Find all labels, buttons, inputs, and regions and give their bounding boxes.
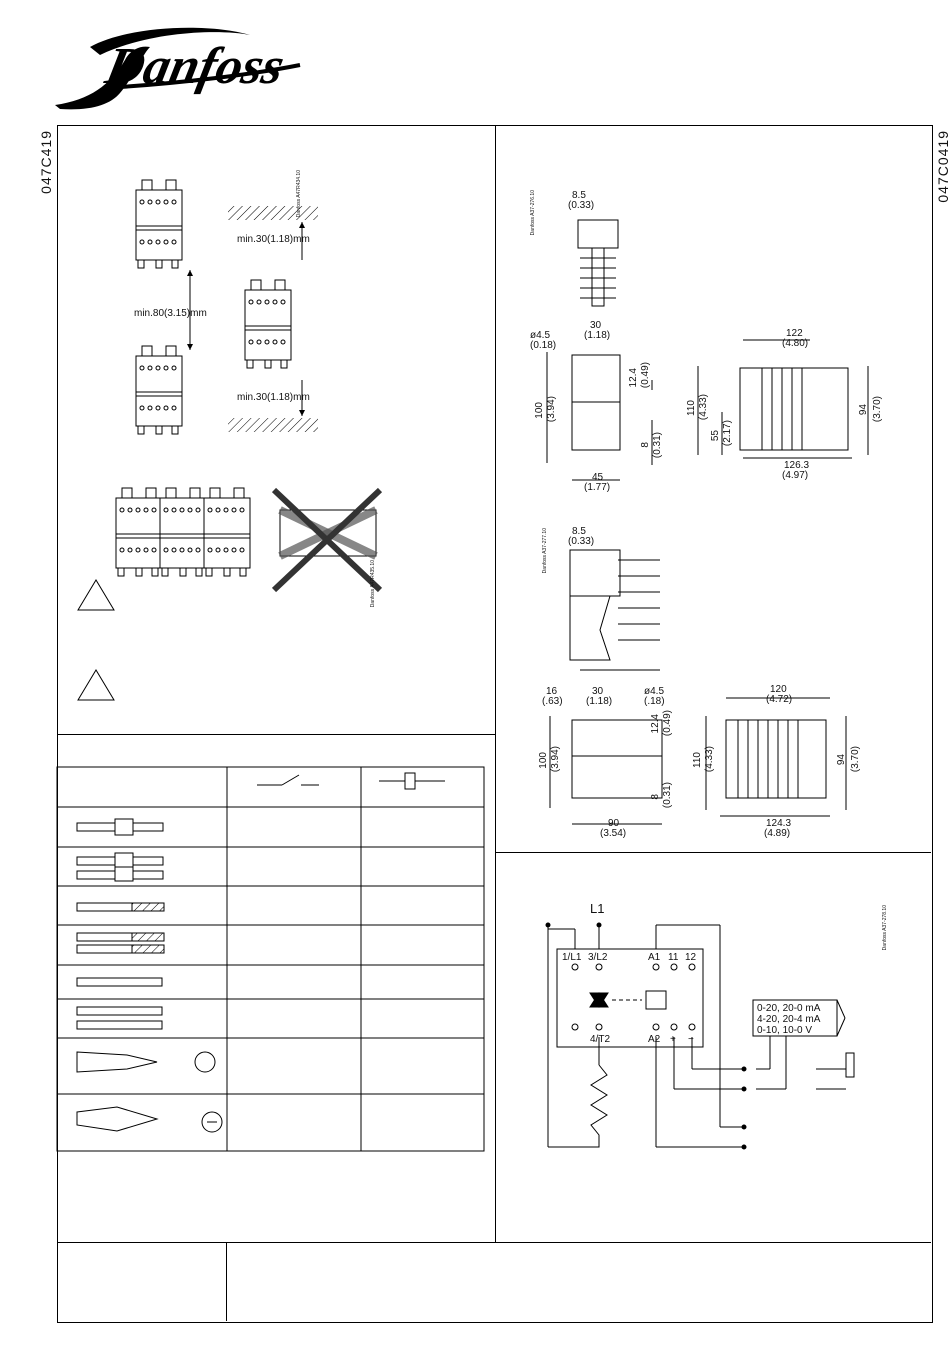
dim-hole-in: (0.18) [530, 340, 557, 351]
bottom-divider [57, 1242, 931, 1243]
term-minus: − [688, 1034, 694, 1045]
dims-small-id: Danfoss A37-276.10 [530, 190, 536, 236]
dim-l-100: 100 [538, 752, 549, 769]
dim-l-30-in: (1.18) [586, 696, 613, 707]
dim-45-in: (1.77) [584, 482, 611, 493]
dim-110-in: (4.33) [698, 394, 709, 421]
dim-126-3-in: (4.97) [782, 470, 809, 481]
dim-94: 94 [858, 404, 869, 416]
term-11: 11 [668, 952, 679, 963]
table-header-divider [57, 734, 495, 735]
dim-100: 100 [534, 402, 545, 419]
dims-small: Danfoss A37-276.10 8.5 (0.33) ø4.5 (0.18… [500, 180, 920, 500]
dim-30-in: (1.18) [584, 330, 611, 341]
dim-l-8-5: 8.5 [572, 526, 586, 537]
dim-30: 30 [590, 320, 602, 331]
dims-large-id: Danfoss A37-277.10 [542, 528, 548, 574]
dim-l-12-4-in: (0.49) [662, 710, 673, 737]
dim-l-90-in: (3.54) [600, 828, 627, 839]
dim-45: 45 [592, 472, 604, 483]
dim-8: 8 [640, 442, 651, 448]
min-side-label: min.80(3.15)mm [134, 308, 207, 319]
right-code: 047C0419 [935, 130, 950, 203]
left-code: 047C419 [38, 130, 54, 194]
term-1l1: 1/L1 [562, 952, 582, 963]
dim-l-hole-in: (.18) [644, 696, 665, 707]
dim-l-8-5-in: (0.33) [568, 536, 595, 547]
term-4t2: 4/T2 [590, 1034, 611, 1045]
dim-l-110-in: (4.33) [704, 746, 715, 773]
dim-l-120-in: (4.72) [766, 694, 793, 705]
min-top-label: min.30(1.18)mm [237, 234, 310, 245]
dim-122-in: (4.80) [782, 338, 809, 349]
dims-large: Danfoss A37-277.10 8.5 (0.33) 16 (.63) 3… [500, 520, 920, 850]
term-3l2: 3/L2 [588, 952, 608, 963]
dim-l-110: 110 [692, 752, 703, 768]
dim-l-94: 94 [836, 754, 847, 766]
dim-122: 122 [786, 328, 803, 339]
term-plus: + [670, 1034, 676, 1045]
dim-l-16: 16 [546, 686, 558, 697]
signal-3: 0-10, 10-0 V [757, 1025, 813, 1036]
dim-110: 110 [686, 400, 697, 416]
dim-55-in: (2.17) [722, 420, 733, 447]
dim-55: 55 [710, 430, 721, 442]
center-divider [495, 125, 496, 1242]
dim-l-94-in: (3.70) [850, 746, 861, 773]
dim-l-30: 30 [592, 686, 604, 697]
term-12: 12 [685, 952, 697, 963]
mounting-drawing: min.80(3.15)mm min.30(1.18)mm min.30(1.1… [77, 170, 490, 701]
term-a2: A2 [648, 1034, 661, 1045]
dim-l-120: 120 [770, 684, 787, 695]
dim-l-hole: ø4.5 [644, 686, 665, 697]
term-a1: A1 [648, 952, 661, 963]
dim-8-5-in: (0.33) [568, 200, 595, 211]
wiring-divider [495, 852, 931, 853]
dim-126-3: 126.3 [784, 460, 810, 471]
dim-100-in: (3.94) [546, 396, 557, 423]
cross-drawing-id: Danfoss A47R435.10 [370, 560, 376, 608]
dim-l-90: 90 [608, 818, 620, 829]
min-bottom-label: min.30(1.18)mm [237, 392, 310, 403]
danfoss-logo: Danfoss [50, 5, 310, 115]
dim-l-12-4: 12.4 [650, 714, 661, 734]
l1-label: L1 [590, 901, 605, 916]
signal-2: 4-20, 20-4 mA [757, 1014, 821, 1025]
dim-8-in: (0.31) [652, 432, 663, 459]
signal-1: 0-20, 20-0 mA [757, 1003, 821, 1014]
dim-l-8: 8 [650, 794, 661, 800]
dim-94-in: (3.70) [872, 396, 883, 423]
bottom-cell-divider [226, 1242, 227, 1321]
dim-12-4: 12.4 [628, 368, 639, 388]
wiring-diagram: L1 1/L1 3/L2 A1 11 12 4/T2 A2 + − 0-20, … [520, 895, 920, 1175]
wire-table [56, 766, 485, 1152]
dim-8-5: 8.5 [572, 190, 586, 201]
mounting-drawing-id: Danfoss A47R434.10 [296, 170, 302, 218]
dim-l-100-in: (3.94) [550, 746, 561, 773]
dim-l-16-in: (.63) [542, 696, 563, 707]
dim-l-124-3-in: (4.89) [764, 828, 791, 839]
dim-12-4-in: (0.49) [640, 362, 651, 389]
wiring-drawing-id: Danfoss A37-278.10 [882, 905, 888, 951]
dim-l-124-3: 124.3 [766, 818, 792, 829]
dim-l-8-in: (0.31) [662, 782, 673, 809]
dim-hole: ø4.5 [530, 330, 551, 341]
